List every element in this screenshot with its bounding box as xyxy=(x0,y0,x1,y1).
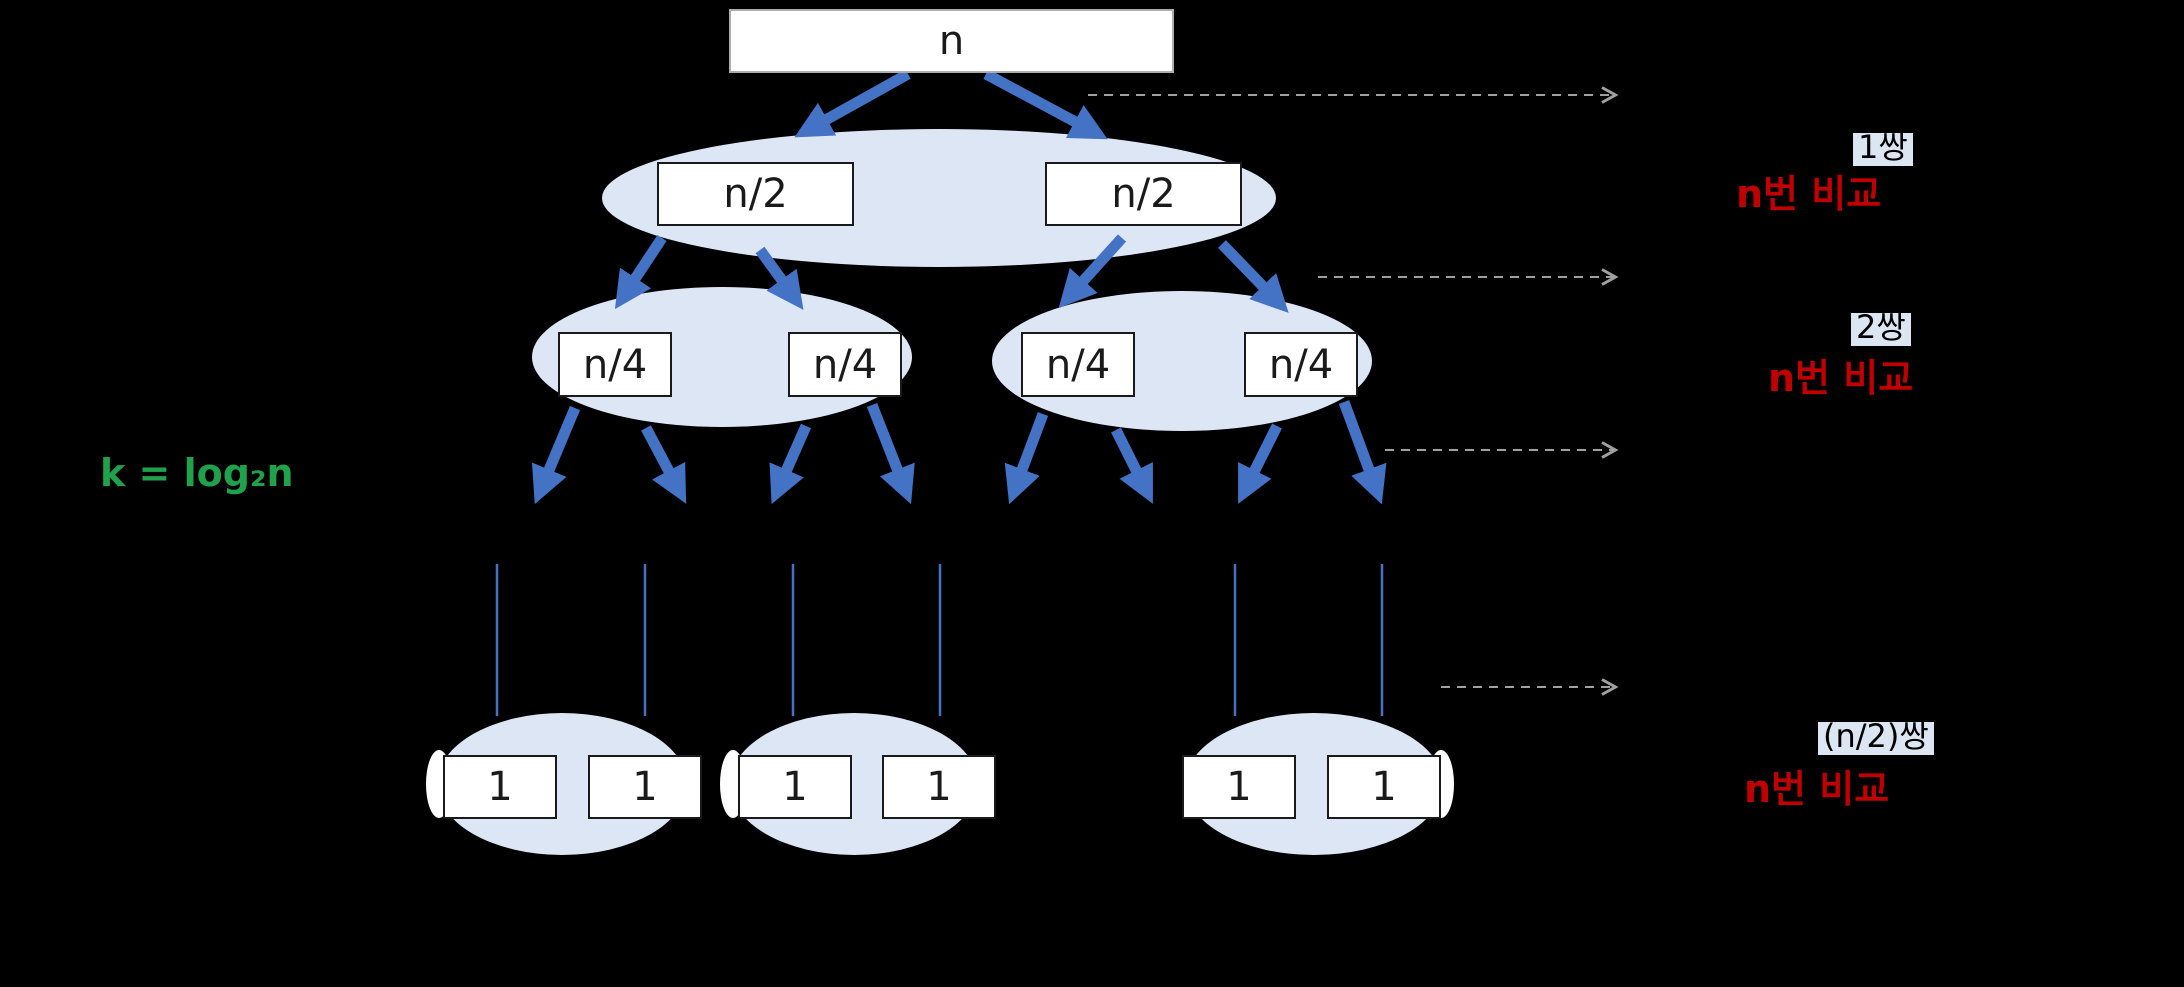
split-arrow xyxy=(1218,240,1289,313)
node-box-leaf: 1 xyxy=(1182,755,1296,819)
level-pointer-arrows xyxy=(1088,95,1614,687)
split-arrow xyxy=(1004,412,1049,505)
node-box-quarter: n/4 xyxy=(1021,332,1135,397)
comparison-label-3: n번 비교 xyxy=(1744,767,1890,811)
node-box-quarter: n/4 xyxy=(1244,332,1358,397)
node-box-leaf: 1 xyxy=(588,755,702,819)
node-box-leaf: 1 xyxy=(443,755,557,819)
split-arrow xyxy=(531,405,581,505)
split-arrow xyxy=(866,402,915,505)
node-box-half: n/2 xyxy=(657,162,854,226)
node-box-quarter: n/4 xyxy=(788,332,902,397)
split-arrow xyxy=(1238,423,1282,504)
split-arrow xyxy=(641,425,687,504)
node-box-root: n xyxy=(729,9,1174,73)
pair-count-label-3: (n/2)쌍 xyxy=(1818,722,1934,755)
split-arrow xyxy=(1111,427,1153,504)
split-arrow xyxy=(794,69,911,138)
split-arrow xyxy=(1338,400,1387,505)
node-box-leaf: 1 xyxy=(738,755,852,819)
comparison-label-2: n번 비교 xyxy=(1768,356,1914,400)
depth-formula: k = log₂n xyxy=(100,451,294,495)
node-box-leaf: 1 xyxy=(1327,755,1441,819)
split-arrow xyxy=(983,69,1108,140)
pair-count-label-2: 2쌍 xyxy=(1851,313,1911,346)
split-arrow xyxy=(755,246,804,310)
split-arrows xyxy=(531,69,1387,505)
comparison-label-1: n번 비교 xyxy=(1736,172,1882,216)
pair-count-label-1: 1쌍 xyxy=(1853,133,1913,166)
leaf-drop-lines xyxy=(495,564,1384,716)
split-arrow xyxy=(1058,234,1127,309)
node-box-quarter: n/4 xyxy=(558,332,672,397)
node-box-half: n/2 xyxy=(1045,162,1242,226)
node-box-leaf: 1 xyxy=(882,755,996,819)
split-arrow xyxy=(769,423,812,505)
split-arrow xyxy=(614,234,667,310)
